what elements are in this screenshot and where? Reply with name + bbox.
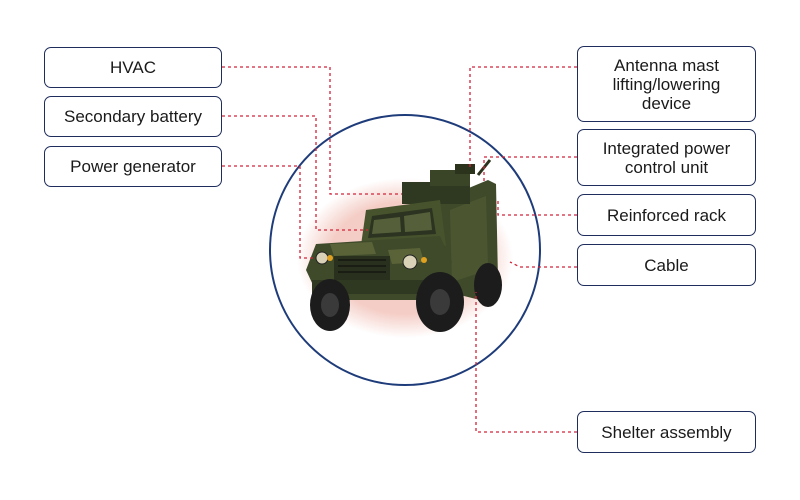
reinforced-rack-label: Reinforced rack xyxy=(577,194,756,236)
reinforced-rack-leader-line xyxy=(497,200,577,216)
secondary-battery-label: Secondary battery xyxy=(44,96,222,137)
hvac-label: HVAC xyxy=(44,47,222,88)
cable-leader-line xyxy=(509,261,577,268)
secondary-battery-leader-line xyxy=(222,115,368,231)
antenna-mast-label: Antenna mast lifting/lowering device xyxy=(577,46,756,122)
power-generator-leader-line xyxy=(222,165,316,259)
military-vehicle-illustration xyxy=(297,159,513,338)
cable-label: Cable xyxy=(577,244,756,286)
shelter-assembly-leader-line xyxy=(475,292,577,433)
integrated-power-leader-line xyxy=(483,156,577,182)
hvac-leader-line xyxy=(222,66,402,195)
integrated-power-control-unit-label: Integrated power control unit xyxy=(577,129,756,186)
shelter-assembly-label: Shelter assembly xyxy=(577,411,756,453)
power-generator-label: Power generator xyxy=(44,146,222,187)
antenna-mast-leader-line xyxy=(469,66,577,168)
